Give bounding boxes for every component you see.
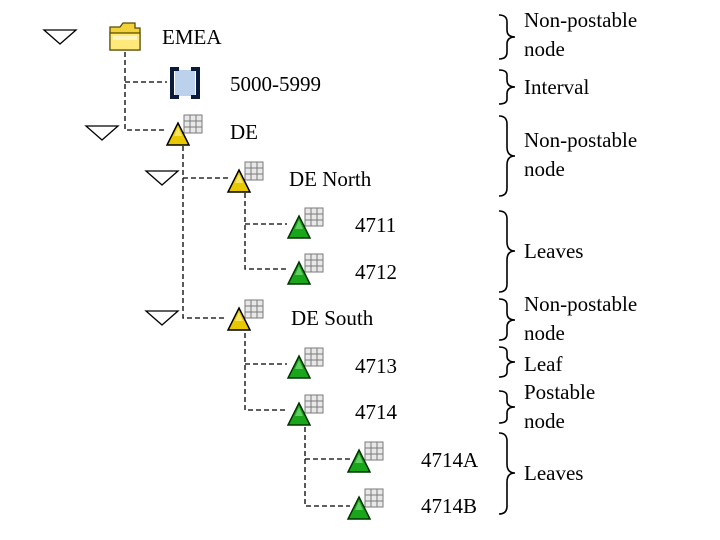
node-label-emea[interactable]: EMEA (162, 25, 222, 49)
brace-de-south (498, 298, 516, 341)
node-label-de-south[interactable]: DE South (291, 306, 374, 330)
node-label-de[interactable]: DE (230, 120, 258, 144)
annotation-de-south: Non-postable node (524, 292, 638, 345)
brace-north-leaves (498, 210, 516, 293)
brace-sub-leaves (498, 432, 516, 515)
leaf-4711-icon[interactable] (287, 207, 324, 239)
brace-4714 (498, 390, 516, 424)
node-label-de-north[interactable]: DE North (289, 167, 372, 191)
leaf-4714a-icon[interactable] (347, 441, 384, 473)
annotation-sub-leaves: Leaves (524, 461, 584, 485)
node-label-interval[interactable]: 5000-5999 (230, 72, 321, 96)
node-label-4711[interactable]: 4711 (355, 213, 397, 237)
postable-4714-icon[interactable] (287, 394, 324, 426)
brace-4713 (498, 346, 516, 378)
annotation-4714: Postable node (524, 380, 596, 433)
brace-de (498, 115, 516, 197)
folder-icon[interactable] (109, 22, 141, 51)
annotation-interval: Interval (524, 75, 590, 99)
tree-connectors (124, 52, 350, 507)
de-south-expand-toggle-icon[interactable] (145, 310, 179, 326)
de-north-expand-toggle-icon[interactable] (145, 170, 179, 186)
annotation-de: Non-postable node (524, 128, 638, 181)
node-label-4714b[interactable]: 4714B (421, 494, 478, 518)
node-label-4714a[interactable]: 4714A (421, 448, 479, 472)
node-label-4712[interactable]: 4712 (355, 260, 397, 284)
brace-emea (498, 14, 516, 60)
de-north-node-icon[interactable] (227, 161, 264, 193)
brace-interval (498, 69, 516, 105)
annotation-braces (498, 14, 516, 515)
node-label-4714[interactable]: 4714 (355, 400, 397, 424)
annotation-north-leaves: Leaves (524, 239, 584, 263)
de-expand-toggle-icon[interactable] (85, 125, 119, 141)
leaf-4713-icon[interactable] (287, 347, 324, 379)
annotation-4713: Leaf (524, 352, 563, 376)
de-node-icon[interactable] (166, 114, 203, 146)
node-label-4713[interactable]: 4713 (355, 354, 397, 378)
de-south-node-icon[interactable] (227, 299, 264, 331)
leaf-4714b-icon[interactable] (347, 488, 384, 520)
leaf-4712-icon[interactable] (287, 253, 324, 285)
interval-bracket-icon[interactable] (170, 67, 200, 99)
annotation-emea: Non-postable node (524, 8, 638, 61)
emea-expand-toggle-icon[interactable] (43, 29, 77, 45)
